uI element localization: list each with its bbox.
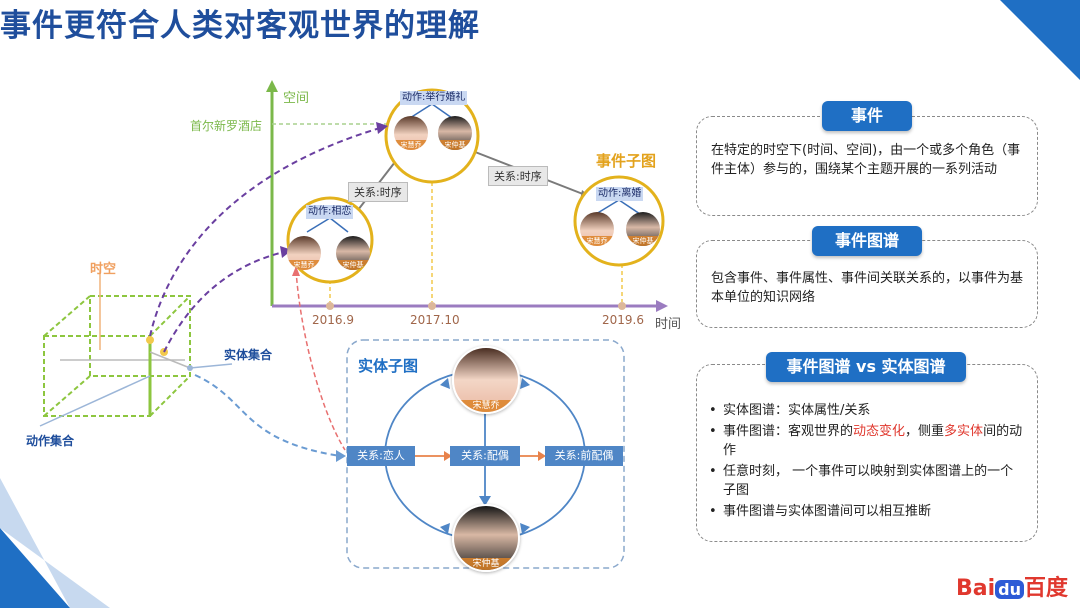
- compare-bullet-4: 事件图谱与实体图谱间可以相互推断: [707, 502, 1025, 521]
- location-label: 首尔新罗酒店: [190, 119, 263, 133]
- compare-bullet-3: 任意时刻， 一个事件可以映射到实体图谱上的一个子图: [707, 462, 1025, 500]
- event-subgraph-label: 事件子图: [596, 152, 657, 170]
- link-event-to-entity: [295, 269, 346, 451]
- tick-2017: [428, 302, 436, 310]
- panel-event-head: 事件: [822, 101, 912, 131]
- avatar-entity-song-hye-kyo: 宋慧乔: [452, 346, 520, 414]
- avatar-song-joong-ki-1: 宋仲基: [336, 236, 370, 270]
- tick-label-2017: 2017.10: [410, 313, 460, 327]
- entity-relation-ex-spouse: 关系:前配偶: [545, 446, 623, 466]
- panel-event: 在特定的时空下(时间、空间)，由一个或多个角色（事件主体）参与的，围绕某个主题开…: [696, 116, 1038, 216]
- event-circle-wedding: [384, 88, 480, 184]
- compare-bullet-1: 实体图谱：实体属性/关系: [707, 401, 1025, 420]
- space-axis-label: 空间: [283, 91, 310, 106]
- corner-decoration-bottom-left-light: [0, 478, 110, 608]
- avatar-song-joong-ki-2: 宋仲基: [438, 116, 472, 150]
- panel-event-graph-head: 事件图谱: [812, 226, 922, 256]
- event-relation-label-1: 关系:时序: [348, 182, 408, 202]
- tick-label-2016: 2016.9: [312, 313, 354, 327]
- action-set-label: 动作集合: [26, 434, 75, 448]
- spacetime-label: 时空: [90, 262, 117, 277]
- event-action-divorce: 动作:离婚: [596, 187, 644, 201]
- tick-2019: [618, 302, 626, 310]
- avatar-song-hye-kyo-1: 宋慧乔: [287, 236, 321, 270]
- slide-title: 事件更符合人类对客观世界的理解: [0, 8, 480, 44]
- panel-compare: 实体图谱：实体属性/关系 事件图谱：客观世界的动态变化，侧重多实体间的动作 任意…: [696, 364, 1038, 542]
- panel-compare-head: 事件图谱 vs 实体图谱: [766, 352, 966, 382]
- spacetime-cube: [43, 270, 191, 417]
- link-entity-set-to-subgraph: [194, 374, 341, 457]
- link-cube-to-love: [163, 251, 285, 353]
- event-action-wedding: 动作:举行婚礼: [400, 91, 468, 105]
- avatar-entity-song-joong-ki: 宋仲基: [452, 504, 520, 572]
- tick-2016: [326, 302, 334, 310]
- avatar-song-hye-kyo-2: 宋慧乔: [394, 116, 428, 150]
- event-action-love: 动作:相恋: [306, 205, 354, 219]
- compare-bullet-2: 事件图谱：客观世界的动态变化，侧重多实体间的动作: [707, 422, 1025, 460]
- time-axis-label: 时间: [655, 317, 682, 332]
- panel-event-text: 在特定的时空下(时间、空间)，由一个或多个角色（事件主体）参与的，围绕某个主题开…: [711, 143, 1021, 177]
- entity-relation-spouse: 关系:配偶: [450, 446, 520, 466]
- corner-decoration-top-right: [1000, 0, 1080, 80]
- entity-set-label: 实体集合: [224, 348, 273, 362]
- compare-bullet-list: 实体图谱：实体属性/关系 事件图谱：客观世界的动态变化，侧重多实体间的动作 任意…: [707, 401, 1025, 523]
- avatar-song-joong-ki-3: 宋仲基: [626, 212, 660, 246]
- avatar-song-hye-kyo-3: 宋慧乔: [580, 212, 614, 246]
- entity-subgraph-label: 实体子图: [358, 357, 419, 375]
- corner-decoration-bottom-left: [0, 528, 70, 608]
- panel-event-graph-text: 包含事件、事件属性、事件间关联关系的，以事件为基本单位的知识网络: [711, 271, 1024, 305]
- entity-relation-lovers: 关系:恋人: [347, 446, 415, 466]
- link-cube-to-wedding: [149, 127, 381, 337]
- event-relation-label-2: 关系:时序: [488, 166, 548, 186]
- tick-label-2019: 2019.6: [602, 313, 644, 327]
